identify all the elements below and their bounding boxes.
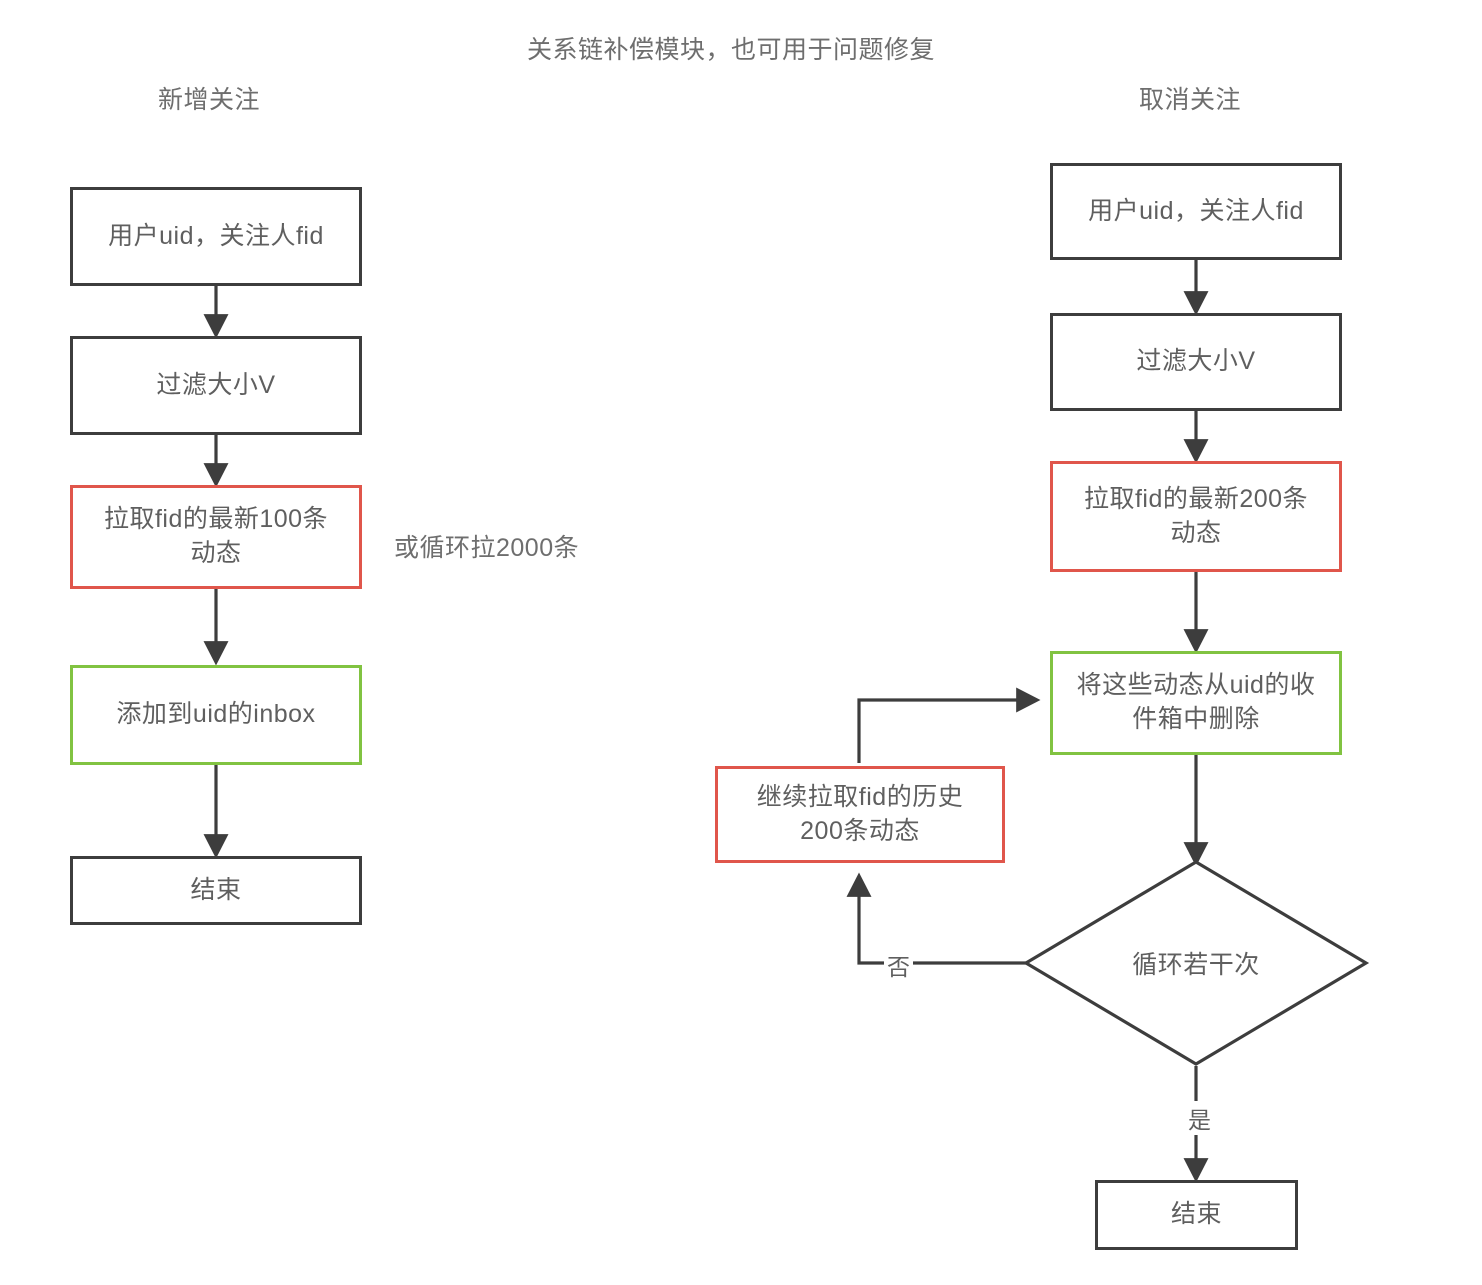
node-right-end-label: 结束 — [1170, 1200, 1222, 1229]
node-right-filter[interactable]: 过滤大小V — [1050, 313, 1342, 411]
node-right-start[interactable]: 用户uid，关注人fid — [1050, 163, 1342, 260]
node-right-start-label: 用户uid，关注人fid — [1088, 196, 1304, 225]
edge-label-yes: 是 — [1185, 1101, 1214, 1135]
node-left-pull-label: 拉取fid的最新100条 动态 — [103, 505, 329, 567]
node-right-loop-decision-label: 循环若干次 — [1132, 951, 1260, 979]
node-right-pull[interactable]: 拉取fid的最新200条 动态 — [1050, 461, 1342, 572]
node-right-end[interactable]: 结束 — [1095, 1180, 1298, 1250]
node-right-history[interactable]: 继续拉取fid的历史 200条动态 — [715, 766, 1005, 863]
node-left-inbox[interactable]: 添加到uid的inbox — [70, 665, 362, 765]
column-header-unfollow: 取消关注 — [1139, 86, 1242, 114]
node-right-delete-label: 将这些动态从uid的收 件箱中删除 — [1076, 671, 1316, 733]
edge-history-to-delete — [857, 687, 1041, 763]
annotation-loop-note: 或循环拉2000条 — [394, 534, 580, 562]
column-header-follow: 新增关注 — [158, 86, 261, 114]
node-left-filter-label: 过滤大小V — [156, 370, 276, 399]
node-right-pull-label: 拉取fid的最新200条 动态 — [1083, 484, 1309, 547]
node-right-filter-label: 过滤大小V — [1136, 347, 1256, 376]
node-right-delete[interactable]: 将这些动态从uid的收 件箱中删除 — [1050, 651, 1342, 755]
node-right-history-label: 继续拉取fid的历史 200条动态 — [756, 782, 964, 845]
node-right-loop-decision[interactable]: 循环若干次 — [1026, 862, 1366, 1064]
node-left-end-label: 结束 — [190, 875, 242, 904]
diagram-title: 关系链补偿模块，也可用于问题修复 — [527, 36, 936, 64]
node-left-inbox-label: 添加到uid的inbox — [116, 700, 316, 729]
edge-loop-no-to-history — [846, 872, 1036, 965]
edge-label-no: 否 — [884, 948, 913, 982]
node-left-start-label: 用户uid，关注人fid — [108, 221, 324, 250]
node-left-pull[interactable]: 拉取fid的最新100条 动态 — [70, 485, 362, 589]
node-left-start[interactable]: 用户uid，关注人fid — [70, 187, 362, 286]
node-left-filter[interactable]: 过滤大小V — [70, 336, 362, 435]
node-left-end[interactable]: 结束 — [70, 856, 362, 925]
decision-diamond-shape — [1022, 860, 1370, 1066]
